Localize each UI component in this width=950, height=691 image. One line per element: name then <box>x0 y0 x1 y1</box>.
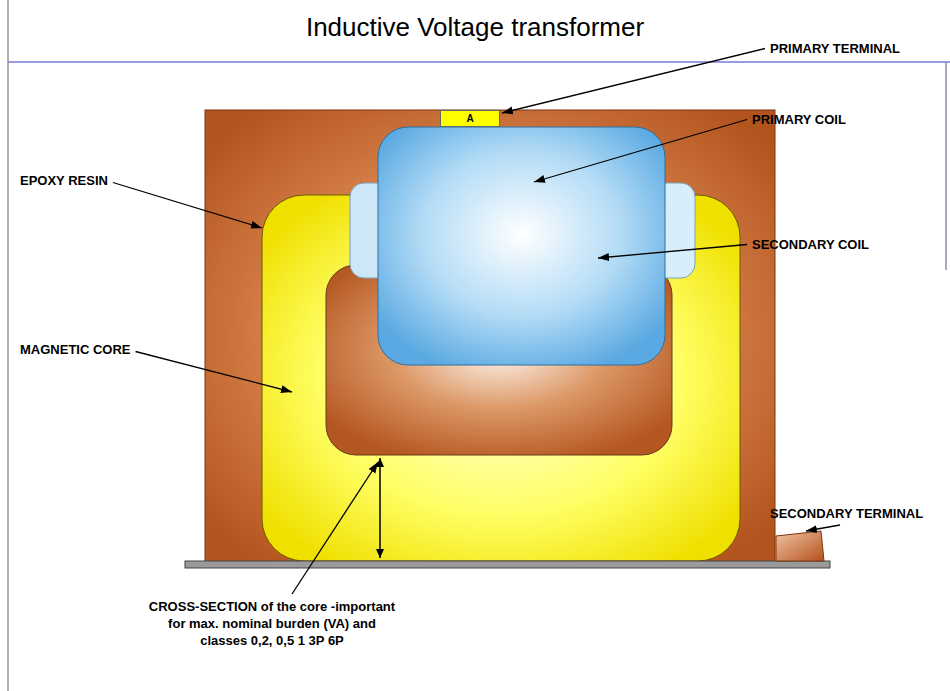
part-label: SECONDARY TERMINAL <box>770 505 923 522</box>
leader-line <box>806 525 840 531</box>
part-label: SECONDARY COIL <box>752 236 869 253</box>
title-rule <box>8 61 950 63</box>
cross-section-arrow <box>379 458 381 558</box>
leader-line <box>136 352 293 393</box>
part-label: MAGNETIC CORE <box>20 341 131 358</box>
part-label: EPOXY RESIN <box>20 172 108 189</box>
leader-line <box>534 120 747 183</box>
secondary-terminal <box>776 531 824 561</box>
frame-line <box>7 0 9 691</box>
frame-line <box>945 62 947 270</box>
callout-note: CROSS-SECTION of the core -important for… <box>147 598 397 649</box>
base-plate <box>185 561 830 568</box>
terminal-box: A <box>440 110 500 127</box>
leader-line <box>502 49 765 114</box>
part-label: PRIMARY COIL <box>752 111 846 128</box>
terminal-label: A <box>466 113 473 125</box>
primary-coil <box>378 127 665 365</box>
diagram-title: Inductive Voltage transformer <box>0 12 950 43</box>
epoxy-body <box>205 110 775 562</box>
leader-line <box>113 183 262 229</box>
leader-line <box>292 462 378 594</box>
leader-line <box>598 245 747 259</box>
part-label: PRIMARY TERMINAL <box>770 40 900 57</box>
